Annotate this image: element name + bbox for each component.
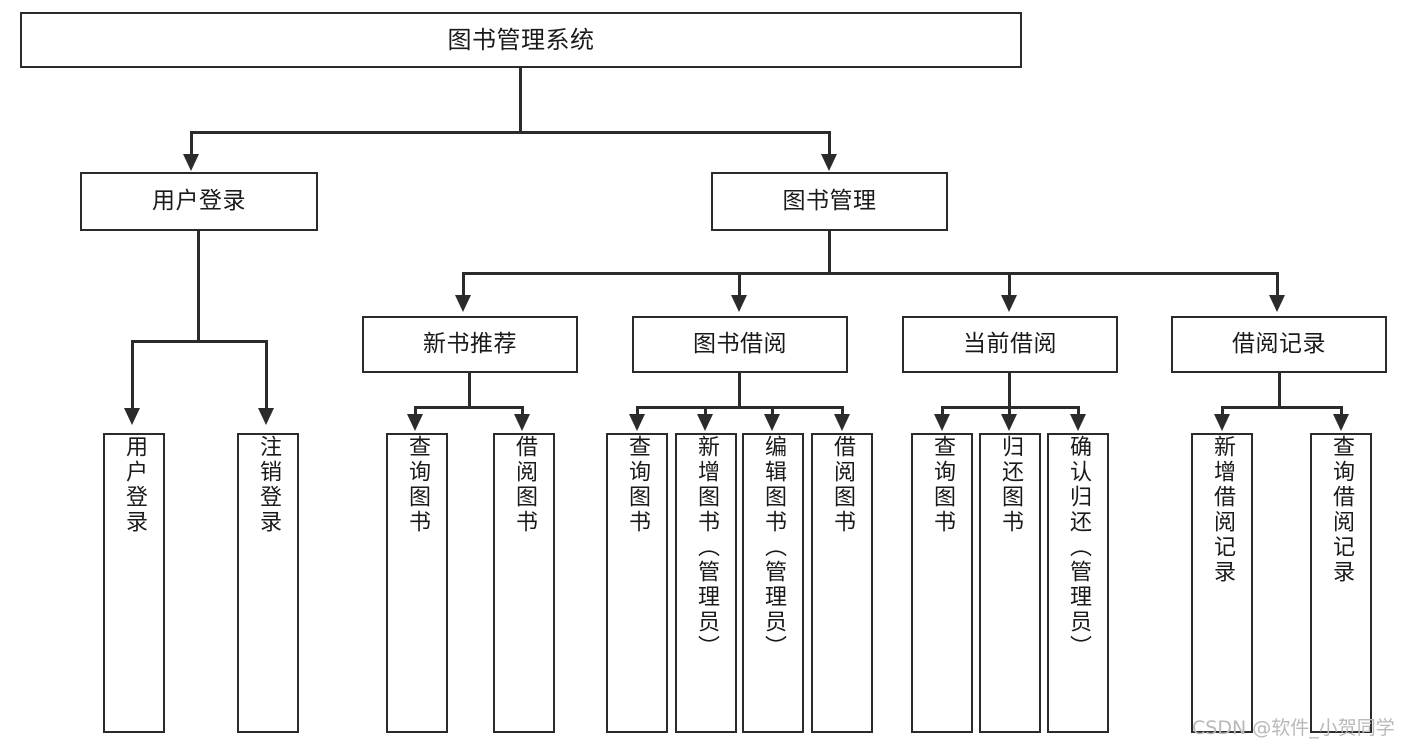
edge-bb-drop-4: [841, 406, 844, 418]
edge-root-to-user-login: [190, 131, 193, 156]
leaf-edit-book[interactable]: 编辑图书（管理员）: [742, 433, 804, 733]
node-book-manage-label: 图书管理: [782, 187, 877, 214]
node-borrow-record[interactable]: 借阅记录: [1171, 316, 1387, 373]
leaf-query-book-1-label: 查询图书: [405, 435, 430, 535]
leaf-user-login[interactable]: 用户登录: [103, 433, 165, 733]
edge-user-login-bus: [131, 340, 268, 343]
edge-bb-drop-1: [636, 406, 639, 418]
leaf-borrow-book-2[interactable]: 借阅图书: [811, 433, 873, 733]
arrow-new-book-leaf-1: [407, 414, 423, 431]
node-book-borrow-label: 图书借阅: [693, 330, 787, 357]
edge-new-book-drop-2: [521, 406, 524, 418]
leaf-query-record-label: 查询借阅记录: [1329, 435, 1354, 585]
node-root-label: 图书管理系统: [447, 25, 595, 54]
leaf-query-book-3-label: 查询图书: [930, 435, 955, 535]
leaf-add-book[interactable]: 新增图书（管理员）: [675, 433, 737, 733]
node-user-login[interactable]: 用户登录: [80, 172, 318, 231]
leaf-borrow-book-1-label: 借阅图书: [512, 435, 537, 535]
arrow-bb-leaf-1: [629, 414, 645, 431]
edge-book-borrow-bus: [636, 406, 844, 409]
node-borrow-record-label: 借阅记录: [1232, 330, 1326, 357]
edge-bm-drop-4: [1276, 272, 1279, 297]
edge-cb-drop-2: [1008, 406, 1011, 418]
edge-bb-drop-3: [771, 406, 774, 418]
edge-root-stem: [519, 68, 522, 133]
node-book-manage[interactable]: 图书管理: [711, 172, 948, 231]
leaf-add-book-label: 新增图书（管理员）: [694, 435, 719, 660]
leaf-add-record[interactable]: 新增借阅记录: [1191, 433, 1253, 733]
leaf-user-logout[interactable]: 注销登录: [237, 433, 299, 733]
node-new-book-recommend-label: 新书推荐: [423, 330, 517, 357]
node-user-login-label: 用户登录: [152, 187, 246, 214]
leaf-return-book-label: 归还图书: [998, 435, 1023, 535]
node-current-borrow-label: 当前借阅: [963, 330, 1057, 357]
arrow-bm-to-new-book: [455, 295, 471, 312]
edge-br-drop-1: [1221, 406, 1224, 418]
edge-bm-drop-2: [738, 272, 741, 297]
node-root[interactable]: 图书管理系统: [20, 12, 1022, 68]
leaf-return-book[interactable]: 归还图书: [979, 433, 1041, 733]
arrow-root-to-user-login: [183, 154, 199, 171]
arrow-user-login-leaf-1: [124, 408, 140, 425]
arrow-br-leaf-2: [1333, 414, 1349, 431]
edge-root-to-book-manage: [828, 131, 831, 156]
arrow-bm-to-book-borrow: [731, 295, 747, 312]
arrow-bb-leaf-4: [834, 414, 850, 431]
leaf-edit-book-label: 编辑图书（管理员）: [761, 435, 786, 660]
node-new-book-recommend[interactable]: 新书推荐: [362, 316, 578, 373]
edge-cb-drop-1: [941, 406, 944, 418]
edge-bm-drop-3: [1008, 272, 1011, 297]
edge-br-drop-2: [1340, 406, 1343, 418]
arrow-new-book-leaf-2: [514, 414, 530, 431]
edge-borrow-record-stem: [1278, 373, 1281, 408]
leaf-query-book-3[interactable]: 查询图书: [911, 433, 973, 733]
arrow-root-to-book-manage: [821, 154, 837, 171]
edge-bm-drop-1: [462, 272, 465, 297]
arrow-br-leaf-1: [1214, 414, 1230, 431]
leaf-add-record-label: 新增借阅记录: [1210, 435, 1235, 585]
arrow-cb-leaf-1: [934, 414, 950, 431]
arrow-user-login-leaf-2: [258, 408, 274, 425]
edge-user-login-drop-2: [265, 340, 268, 410]
leaf-user-login-label: 用户登录: [122, 435, 147, 535]
edge-user-login-drop-1: [131, 340, 134, 410]
leaf-query-book-2[interactable]: 查询图书: [606, 433, 668, 733]
edge-book-borrow-stem: [738, 373, 741, 408]
arrow-bb-leaf-3: [764, 414, 780, 431]
leaf-query-record[interactable]: 查询借阅记录: [1310, 433, 1372, 733]
edge-new-book-drop-1: [414, 406, 417, 418]
leaf-confirm-return-label: 确认归还（管理员）: [1066, 435, 1091, 660]
edge-borrow-record-bus: [1221, 406, 1343, 409]
arrow-bm-to-current-borrow: [1001, 295, 1017, 312]
node-current-borrow[interactable]: 当前借阅: [902, 316, 1118, 373]
edge-cb-drop-3: [1077, 406, 1080, 418]
leaf-confirm-return[interactable]: 确认归还（管理员）: [1047, 433, 1109, 733]
arrow-cb-leaf-2: [1001, 414, 1017, 431]
edge-user-login-stem: [197, 231, 200, 342]
arrow-bb-leaf-2: [697, 414, 713, 431]
edge-book-manage-bus: [462, 272, 1279, 275]
edge-bb-drop-2: [704, 406, 707, 418]
edge-current-borrow-stem: [1008, 373, 1011, 408]
leaf-query-book-2-label: 查询图书: [625, 435, 650, 535]
arrow-bm-to-borrow-record: [1269, 295, 1285, 312]
arrow-cb-leaf-3: [1070, 414, 1086, 431]
leaf-user-logout-label: 注销登录: [256, 435, 281, 535]
edge-book-manage-stem: [828, 231, 831, 274]
edge-new-book-bus: [414, 406, 524, 409]
edge-root-bus: [190, 131, 831, 134]
leaf-borrow-book-2-label: 借阅图书: [830, 435, 855, 535]
leaf-query-book-1[interactable]: 查询图书: [386, 433, 448, 733]
node-book-borrow[interactable]: 图书借阅: [632, 316, 848, 373]
leaf-borrow-book-1[interactable]: 借阅图书: [493, 433, 555, 733]
edge-new-book-stem: [468, 373, 471, 408]
